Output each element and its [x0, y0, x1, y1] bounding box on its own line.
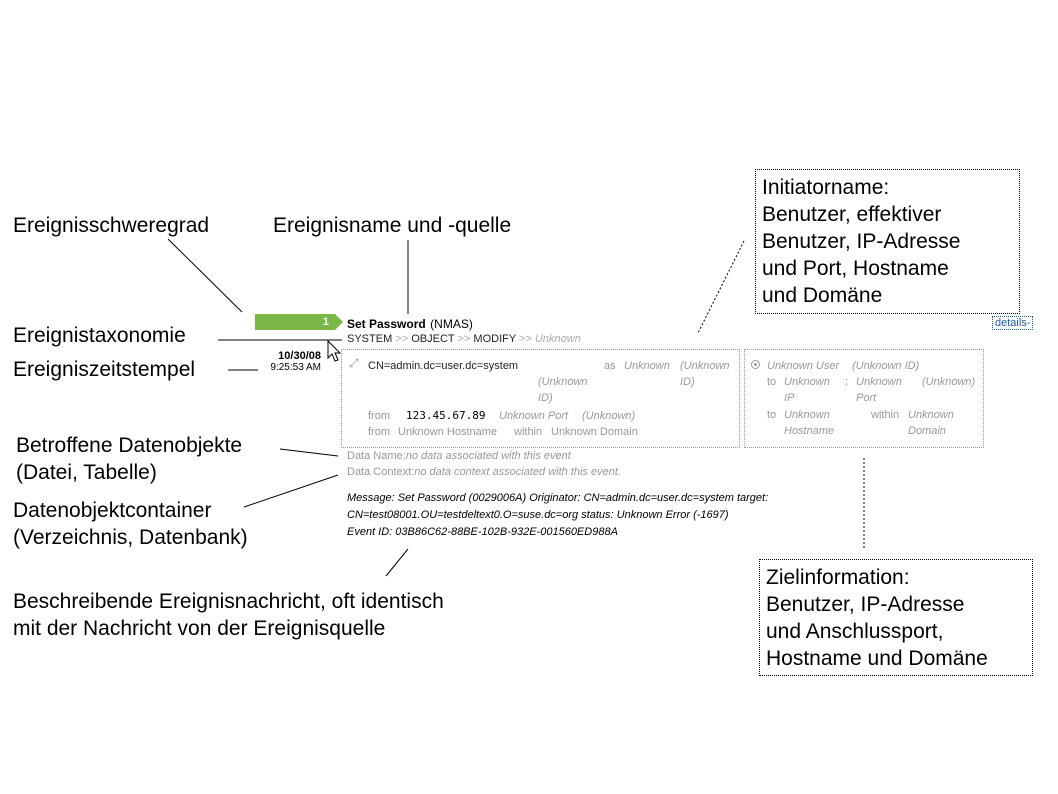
initiator-as-label: as [604, 360, 616, 372]
event-source: (NMAS) [430, 317, 473, 331]
target-panel: Unknown User (Unknown ID) to Unknown IP … [744, 349, 984, 448]
target-ip-line1: Unknown [784, 376, 830, 388]
target-hostname: Unknown Hostname [784, 407, 834, 439]
initiator-effective-id: (Unknown ID) [680, 358, 730, 390]
container-leader [243, 474, 339, 508]
target-port: Unknown Port [856, 374, 902, 406]
taxonomy-separator: >> [519, 333, 532, 345]
initiator-as-id: (Unknown ID) [538, 374, 588, 406]
severity-leader [167, 238, 243, 313]
initiator-effective-id-line1: (Unknown [680, 360, 730, 372]
message-callout-line1: Beschreibende Ereignisnachricht, oft ide… [13, 590, 444, 613]
initiator-callout-line: Initiatorname: [762, 176, 890, 199]
message-callout-line2: mit der Nachricht von der Ereignisquelle [13, 617, 386, 640]
affected-data-callout-line1: Betroffene Datenobjekte [16, 434, 243, 457]
initiator-hostname: Unknown Hostname [398, 426, 498, 438]
data-name-label: Data Name: [347, 450, 406, 462]
target-colon: : [845, 376, 849, 388]
target-to2-label: to [767, 409, 777, 421]
affected-data-callout: Betroffene Datenobjekte (Datei, Tabelle) [16, 432, 242, 486]
initiator-effective-id-line2: ID) [680, 376, 695, 388]
target-callout-line: Benutzer, IP-Adresse [766, 593, 965, 616]
message-callout: Beschreibende Ereignisnachricht, oft ide… [13, 588, 444, 642]
event-message-line2: CN=test08001.OU=testdeltext0.O=suse.dc=o… [347, 509, 729, 521]
target-within-label: within [871, 409, 900, 421]
initiator-name: CN=admin.dc=user.dc=system [368, 360, 519, 372]
message-leader [385, 548, 409, 577]
severity-arrow-icon [335, 314, 343, 330]
taxonomy-modify[interactable]: MODIFY [473, 333, 516, 345]
target-callout-line: Zielinformation: [766, 566, 910, 589]
data-name-row: Data Name:no data associated with this e… [347, 448, 571, 464]
target-ip-line2: IP [784, 392, 795, 404]
timestamp-callout: Ereigniszeitstempel [13, 358, 196, 381]
target-callout-line: Hostname und Domäne [766, 647, 988, 670]
taxonomy-callout: Ereignistaxonomie [13, 324, 186, 347]
target-hostname-line2: Hostname [784, 425, 835, 437]
data-name-value: no data associated with this event [405, 450, 571, 462]
initiator-callout-line: Benutzer, IP-Adresse [762, 230, 961, 253]
initiator-port-id: (Unknown) [582, 410, 636, 422]
event-time: 9:25:53 AM [270, 362, 321, 373]
initiator-within-label: within [514, 426, 543, 438]
event-taxonomy: SYSTEM >> OBJECT >> MODIFY >> Unknown [347, 333, 581, 345]
target-ip: Unknown IP [784, 374, 830, 406]
severity-callout: Ereignisschweregrad [13, 214, 210, 237]
event-timestamp: 10/30/08 9:25:53 AM [259, 350, 321, 373]
initiator-ip: 123.45.67.89 [406, 409, 486, 422]
event-title[interactable]: Set Password [347, 317, 426, 331]
initiator-callout-line: und Domäne [762, 284, 883, 307]
taxonomy-system[interactable]: SYSTEM [347, 333, 393, 345]
initiator-as-id-line1: (Unknown [538, 376, 588, 388]
expand-arrows-icon[interactable]: ⤢ [349, 356, 359, 370]
target-domain: Unknown Domain [908, 407, 954, 439]
taxonomy-separator: >> [457, 333, 471, 345]
target-port-id: (Unknown) [922, 376, 976, 388]
data-context-label: Data Context: [347, 466, 415, 478]
target-hostname-line1: Unknown [784, 409, 830, 421]
target-user: Unknown User [767, 360, 840, 372]
taxonomy-unknown[interactable]: Unknown [534, 333, 581, 345]
target-callout-box: Zielinformation: Benutzer, IP-Adresse un… [759, 559, 1033, 676]
initiator-from-label: from [368, 410, 390, 422]
details-link[interactable]: details- [992, 316, 1034, 330]
target-port-line1: Unknown [856, 376, 902, 388]
data-context-value: no data context associated with this eve… [414, 466, 621, 478]
severity-badge[interactable]: 1 [255, 314, 335, 330]
affected-data-leader [279, 448, 339, 457]
initiator-callout-line: Benutzer, effektiver [762, 203, 942, 226]
initiator-as-id-line2: ID) [538, 392, 553, 404]
event-id: Event ID: 03B86C62-88BE-102B-932E-001560… [347, 526, 618, 538]
event-message: Message: Set Password (0029006A) Origina… [347, 490, 768, 541]
event-name-callout: Ereignisname und -quelle [273, 214, 512, 237]
target-user-id: (Unknown ID) [852, 360, 920, 372]
initiator-panel: ⤢ CN=admin.dc=user.dc=system as Unknown … [341, 349, 740, 448]
initiator-as-value: Unknown [624, 360, 670, 372]
initiator-leader [697, 240, 745, 334]
target-radio-icon[interactable] [751, 360, 760, 369]
event-message-line1: Message: Set Password (0029006A) Origina… [347, 492, 769, 504]
container-callout-line1: Datenobjektcontainer [13, 499, 212, 522]
data-context-row: Data Context:no data context associated … [347, 464, 621, 480]
initiator-port: Unknown Port [499, 410, 569, 422]
target-port-line2: Port [856, 392, 877, 404]
target-callout-line: und Anschlussport, [766, 620, 944, 643]
target-domain-line1: Unknown [908, 409, 954, 421]
affected-data-callout-line2: (Datei, Tabelle) [16, 461, 157, 484]
taxonomy-separator: >> [395, 333, 409, 345]
initiator-callout-line: und Port, Hostname [762, 257, 949, 280]
initiator-domain: Unknown Domain [551, 426, 638, 438]
target-to-label: to [767, 376, 777, 388]
event-heading: Set Password (NMAS) [347, 315, 473, 333]
container-callout-line2: (Verzeichnis, Datenbank) [13, 526, 248, 549]
event-date: 10/30/08 [278, 350, 321, 362]
container-callout: Datenobjektcontainer (Verzeichnis, Daten… [13, 497, 248, 551]
taxonomy-object[interactable]: OBJECT [411, 333, 455, 345]
initiator-host-from-label: from [368, 426, 390, 438]
cursor-arrow-icon [327, 339, 342, 362]
target-domain-line2: Domain [908, 425, 946, 437]
initiator-callout-box: Initiatorname: Benutzer, effektiver Benu… [755, 169, 1020, 314]
target-radio-dot-icon [754, 363, 757, 366]
